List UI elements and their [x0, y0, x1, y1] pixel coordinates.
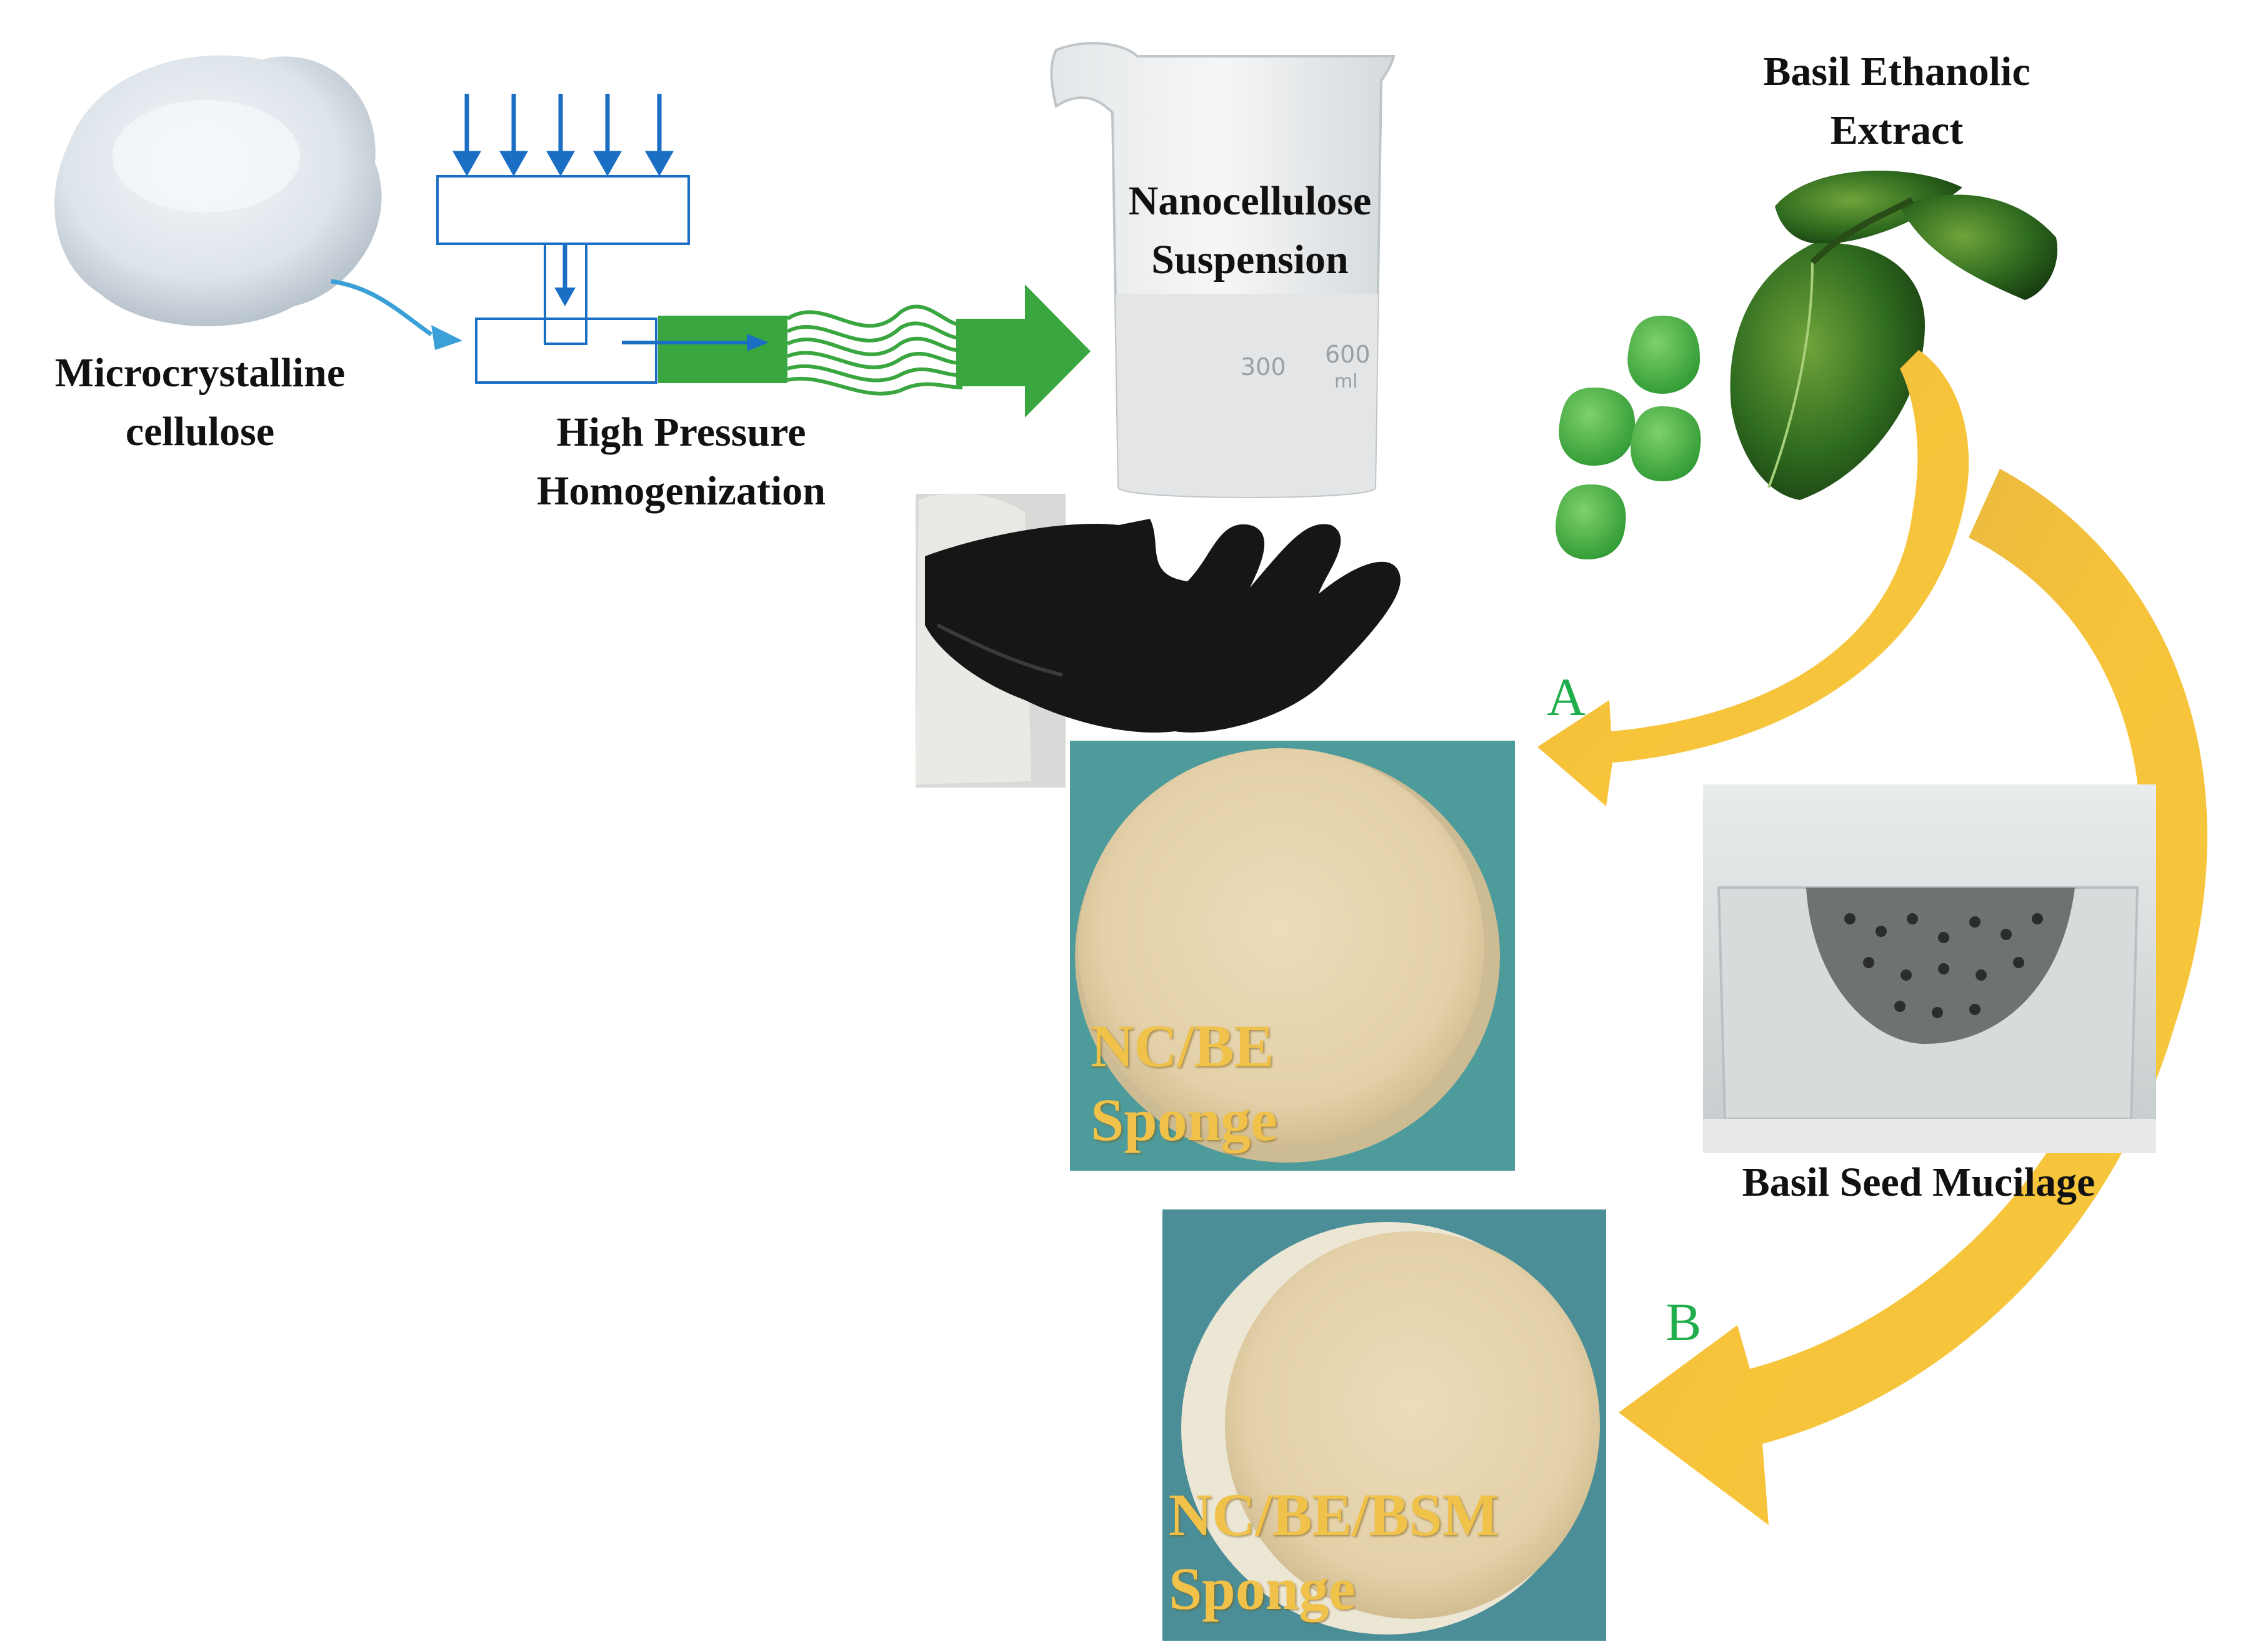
route-a-arrow [1537, 350, 1969, 806]
nc-be-bsm-sponge-label: NC/BE/BSM Sponge [1169, 1478, 1499, 1626]
basil-leaf-image [1730, 170, 2057, 500]
mcc-line1: Microcrystalline [54, 350, 346, 396]
basil-seed-mucilage-label: Basil Seed Mucilage [1675, 1153, 2162, 1212]
extract-drops [1556, 316, 1701, 559]
mucilage-text: Basil Seed Mucilage [1742, 1159, 2096, 1205]
hph-line1: High Pressure [556, 409, 806, 455]
basil-line1: Basil Ethanolic [1763, 49, 2031, 94]
piston-block [436, 175, 690, 245]
mcc-line2: cellulose [125, 409, 275, 454]
beaker-mark-300: 300 [1241, 353, 1286, 381]
powder-arrowhead [431, 325, 462, 350]
hph-line2: Homogenization [537, 468, 826, 514]
nanofiber-output-arrow [658, 284, 1091, 418]
basil-seed-mucilage-photo [1703, 784, 2156, 1153]
route-b-letter: B [1666, 1292, 1702, 1352]
sponge-b-line1: NC/BE/BSM [1169, 1481, 1499, 1548]
microcrystalline-cellulose-label: Microcrystalline cellulose [19, 344, 381, 461]
nc-line1: Nanocellulose [1128, 178, 1372, 224]
cellulose-powder-image [54, 55, 382, 327]
sponge-a-line1: NC/BE [1091, 1013, 1274, 1079]
route-a-letter: A [1547, 667, 1586, 727]
homogenizer-schematic [436, 94, 753, 384]
nanocellulose-suspension-label: Nanocellulose Suspension [1075, 172, 1425, 289]
sponge-b-line2: Sponge [1169, 1555, 1356, 1622]
nc-be-sponge-photo [1070, 741, 1515, 1171]
nc-line2: Suspension [1151, 237, 1349, 283]
basil-ethanolic-extract-label: Basil Ethanolic Extract [1712, 43, 2081, 160]
high-pressure-homogenization-label: High Pressure Homogenization [487, 403, 875, 521]
sponge-a-line2: Sponge [1091, 1086, 1277, 1153]
black-glove [925, 519, 1401, 733]
nc-be-sponge-label: NC/BE Sponge [1091, 1009, 1277, 1157]
chamber [475, 318, 657, 384]
beaker-mark-600: 600 [1325, 341, 1371, 368]
nc-be-bsm-sponge-photo [1162, 1209, 1606, 1641]
nanocellulose-beaker-image: 300 600 ml [916, 42, 1401, 788]
pressure-arrows [452, 94, 674, 177]
basil-line2: Extract [1830, 108, 1964, 153]
route-b-arrow [1619, 469, 2207, 1525]
powder-to-homogenizer-arrow [331, 279, 433, 336]
beaker-mark-unit: ml [1334, 371, 1358, 393]
